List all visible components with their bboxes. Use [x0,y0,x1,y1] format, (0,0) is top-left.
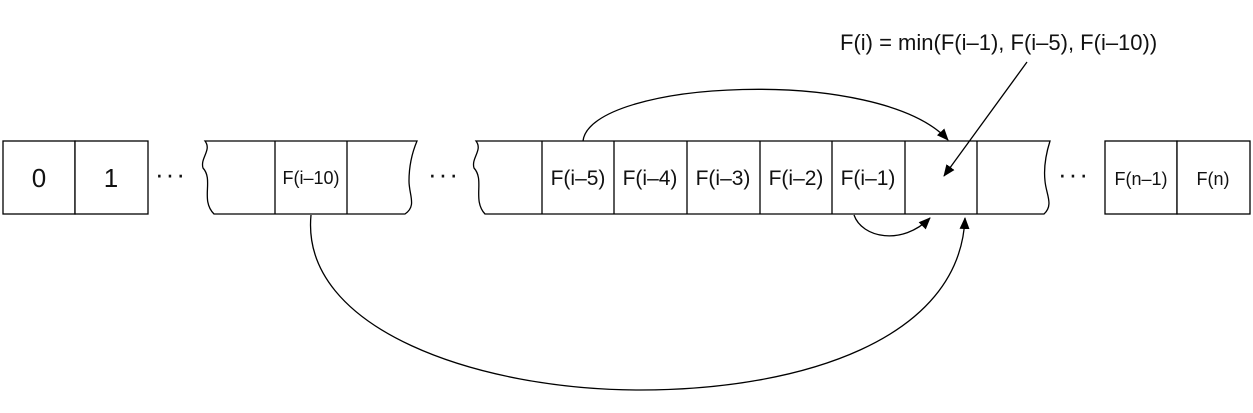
array-cell-n [1176,140,1251,215]
cell-label-1: 1 [104,163,118,193]
array-segment-window: F(i–5) F(i–4) F(i–3) F(i–2) F(i–1) [472,140,1051,215]
torn-box-outline [472,140,1051,215]
cell-label-0: 0 [32,163,46,193]
cell-label-f-i-minus-5: F(i–5) [551,167,606,190]
cell-label-f-i-minus-2: F(i–2) [769,167,824,190]
array-segment-start: 0 1 [2,140,149,215]
ellipsis-1: ··· [155,159,187,189]
cell-label-f-n: F(n) [1197,169,1230,189]
arrow-formula-to-f-i [943,61,1028,177]
arrow-f-i-minus-10-to-f-i [310,214,970,391]
cell-label-f-i-minus-3: F(i–3) [696,167,751,190]
cell-label-f-n-minus-1: F(n–1) [1114,169,1167,189]
array-cell-n-minus-1 [1104,140,1178,215]
cell-label-f-i-minus-4: F(i–4) [623,167,678,190]
array-segment-end: F(n–1) F(n) [1104,140,1251,215]
arrow-f-i-minus-5-to-f-i [582,88,949,142]
ellipsis-3: ··· [1058,159,1090,189]
cell-label-f-i-minus-1: F(i–1) [841,167,896,190]
ellipsis-2: ··· [428,159,460,189]
torn-box-outline [201,140,418,215]
cell-label-f-i-minus-10: F(i–10) [282,168,339,188]
array-segment-middle: F(i–10) [201,140,418,215]
recurrence-formula: F(i) = min(F(i–1), F(i–5), F(i–10)) [840,30,1157,55]
array-cell-0 [2,140,76,215]
array-cell-1 [74,140,149,215]
arrow-f-i-minus-1-to-f-i [853,214,931,237]
